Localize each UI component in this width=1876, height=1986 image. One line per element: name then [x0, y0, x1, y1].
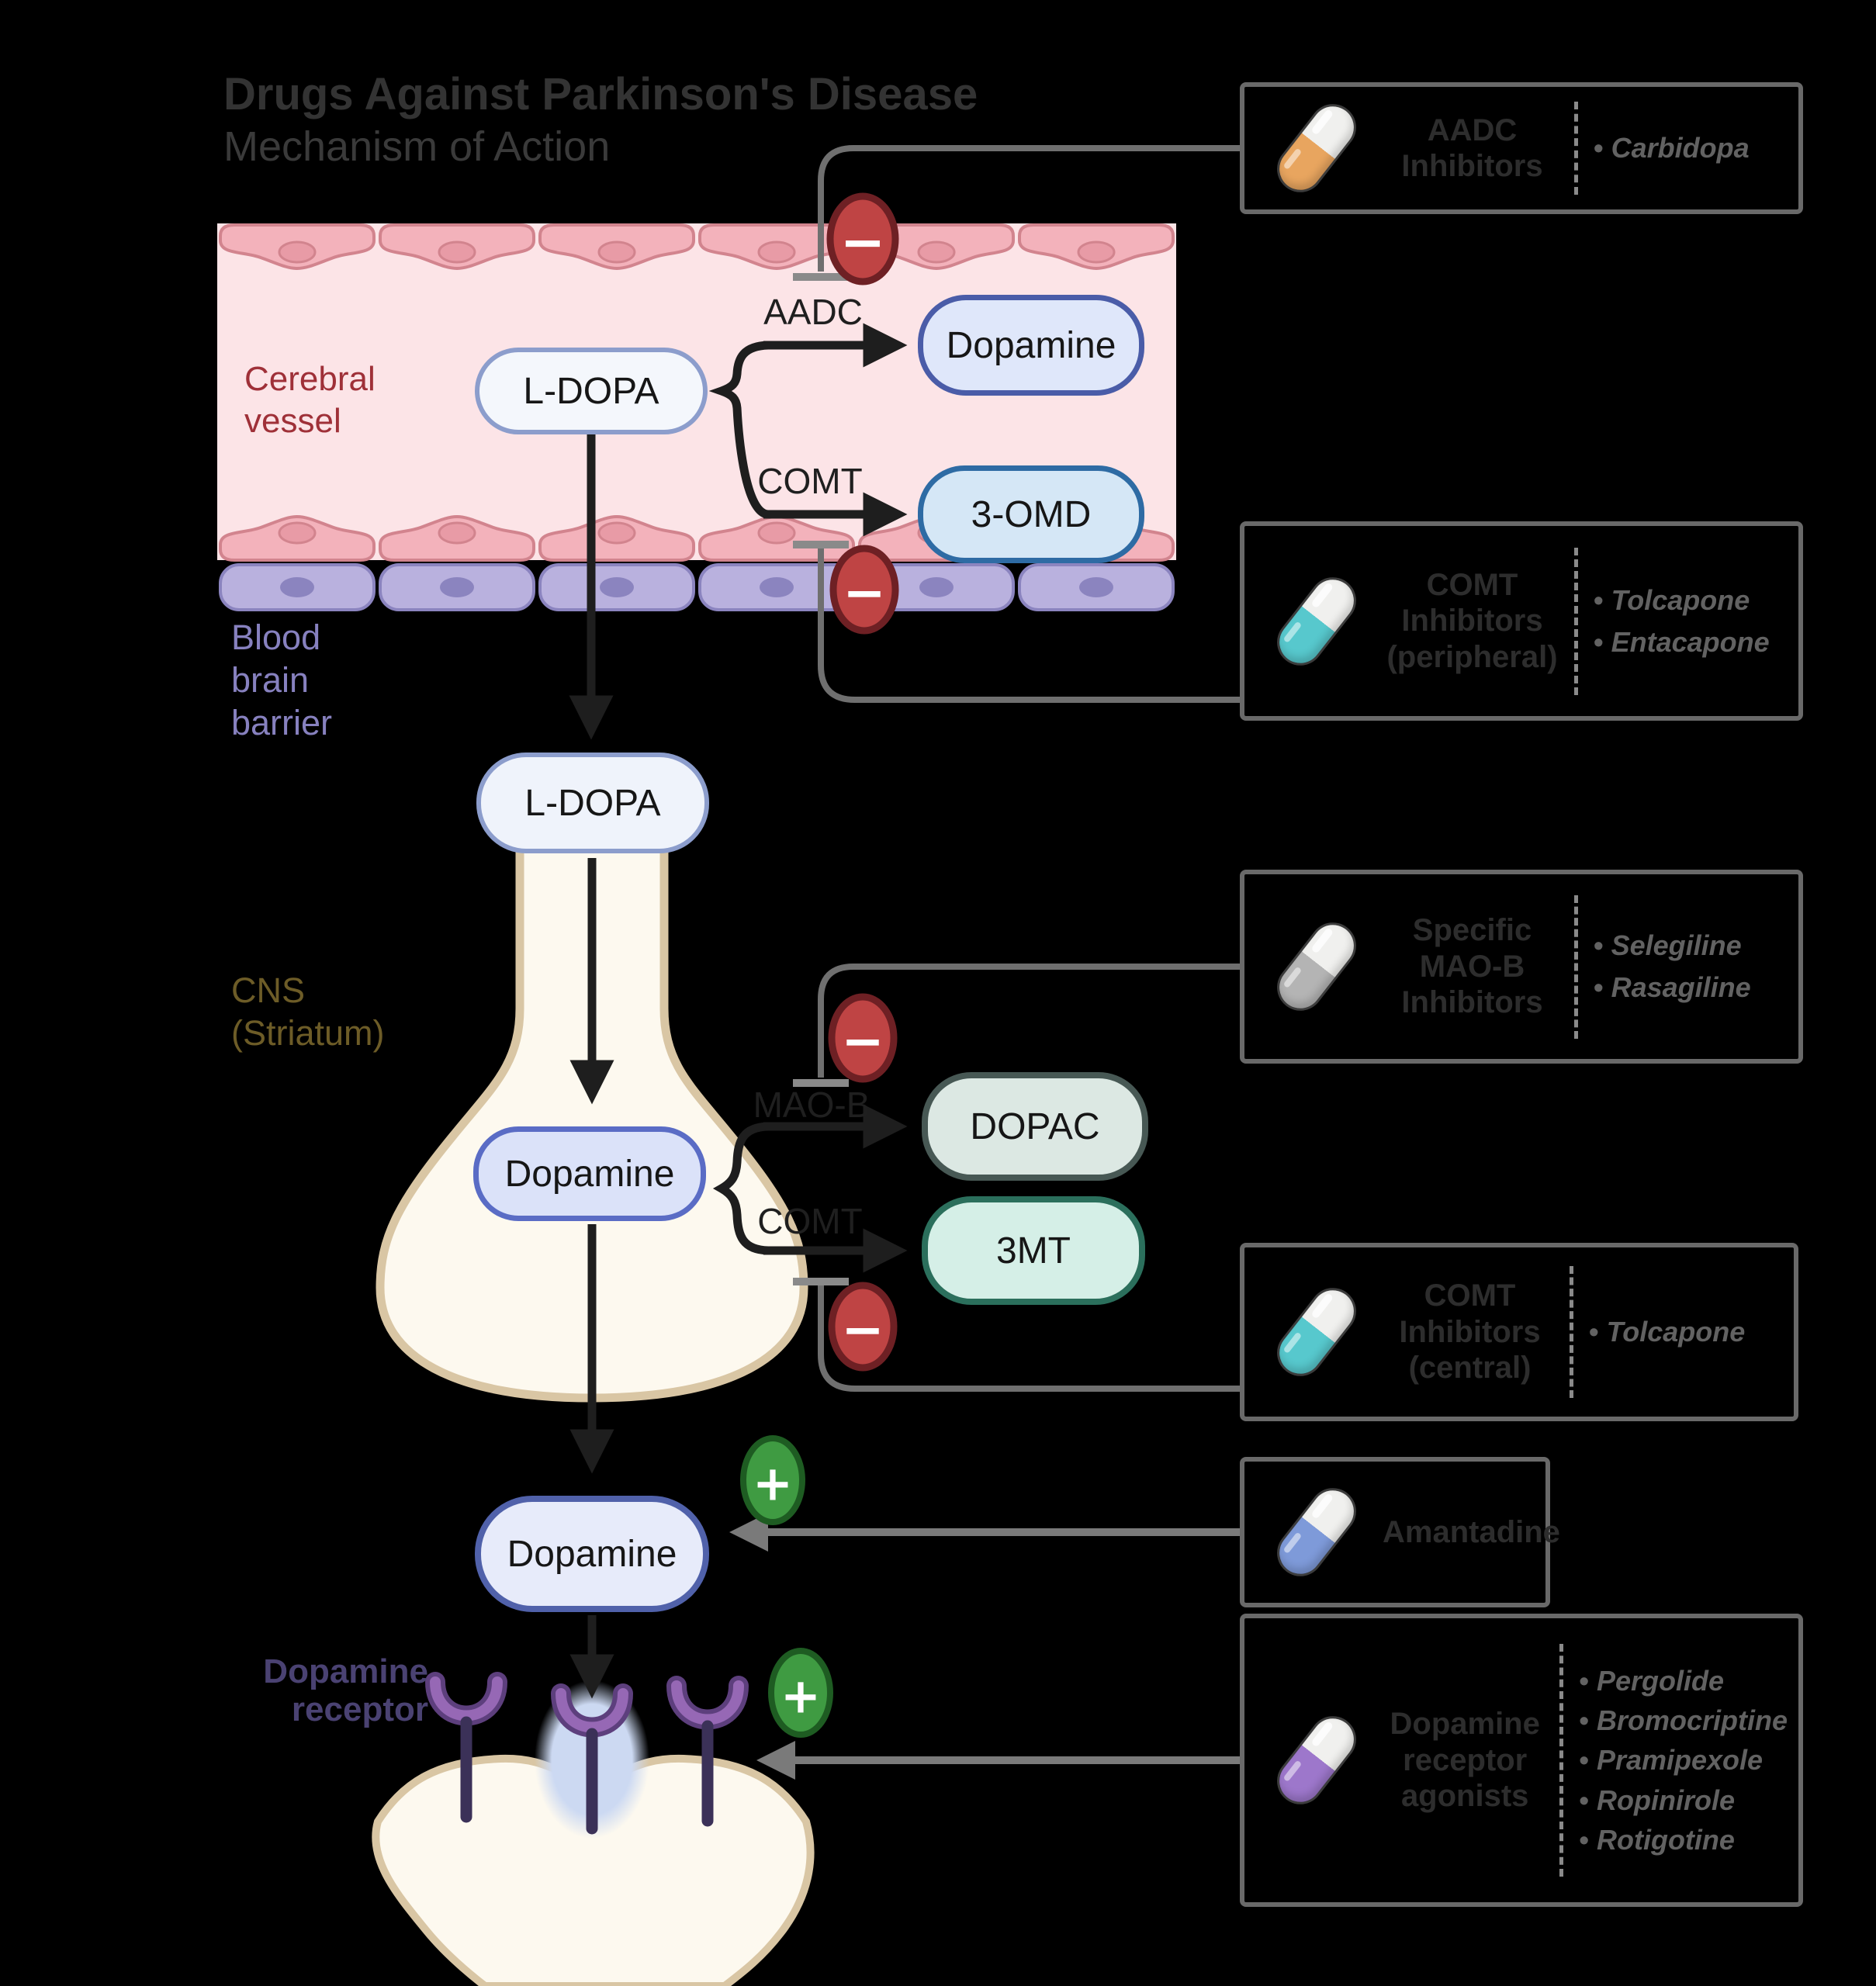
- inhibition-tbars: [793, 273, 849, 1285]
- page-title: Drugs Against Parkinson's Disease: [223, 69, 978, 119]
- node-label: L-DOPA: [524, 782, 661, 824]
- dashed-divider: [1574, 547, 1578, 695]
- drug-box-amantadine: Amantadine: [1240, 1457, 1560, 1607]
- drug-name: Pramipexole: [1579, 1740, 1788, 1780]
- dashed-divider: [1574, 894, 1578, 1039]
- drug-name: Rasagiline: [1594, 967, 1788, 1009]
- plus-stimulation-icon: +: [740, 1435, 805, 1525]
- node-label: L-DOPA: [523, 370, 659, 412]
- svg-text:−: −: [841, 1300, 884, 1360]
- node-label: Dopamine: [507, 1533, 677, 1575]
- enzyme-comt-central-label: COMT: [757, 1201, 863, 1241]
- drug-name: Rotigotine: [1579, 1820, 1788, 1860]
- drug-name: Bromocriptine: [1579, 1701, 1788, 1740]
- dashed-divider: [1559, 1644, 1564, 1877]
- node-dopamine-vessel: Dopamine: [918, 295, 1144, 396]
- capsule-pill-icon: [1258, 98, 1375, 199]
- enzyme-comt-peripheral-label: COMT: [757, 461, 863, 501]
- drug-name: Selegiline: [1594, 925, 1788, 967]
- drug-list: Pergolide Bromocriptine Pramipexole Ropi…: [1568, 1661, 1788, 1860]
- blood-brain-barrier-cells: [219, 563, 1175, 611]
- node-label: 3-OMD: [971, 493, 1092, 535]
- drug-name: Carbidopa: [1594, 127, 1788, 169]
- drug-name: Pergolide: [1579, 1661, 1788, 1701]
- capsule-pill-icon: [1258, 1482, 1375, 1583]
- drug-name: Tolcapone: [1594, 580, 1788, 621]
- dashed-divider: [1570, 1266, 1573, 1398]
- enzyme-aadc-label: AADC: [763, 292, 863, 332]
- minus-inhibition-icon: −: [829, 545, 899, 635]
- page-subtitle: Mechanism of Action: [223, 123, 611, 170]
- node-label: Dopamine: [946, 324, 1116, 366]
- inhibition-connectors: [818, 145, 1243, 1392]
- node-3omd: 3-OMD: [918, 465, 1144, 563]
- drug-box-title: Amantadine: [1383, 1514, 1560, 1549]
- svg-text:−: −: [841, 1012, 884, 1071]
- minus-inhibition-icon: −: [828, 993, 898, 1083]
- minus-inhibition-icon: −: [828, 1282, 898, 1372]
- node-dopac: DOPAC: [922, 1072, 1148, 1181]
- pathway-arrows: [569, 323, 908, 1699]
- postsynaptic-neuron: [372, 1754, 815, 1986]
- plus-stimulation-icon: +: [768, 1648, 833, 1738]
- svg-text:−: −: [843, 563, 885, 623]
- drug-list: Carbidopa: [1583, 127, 1788, 169]
- node-label: 3MT: [996, 1230, 1071, 1272]
- node-label: Dopamine: [504, 1153, 675, 1195]
- svg-text:+: +: [753, 1455, 793, 1512]
- svg-text:+: +: [781, 1668, 821, 1725]
- drug-list: Tolcapone Entacapone: [1583, 580, 1788, 663]
- drug-list: Tolcapone: [1578, 1311, 1783, 1353]
- enzyme-maob-label: MAO-B: [753, 1085, 871, 1125]
- capsule-pill-icon: [1258, 1282, 1375, 1382]
- capsule-pill-icon: [1258, 1710, 1375, 1811]
- drug-name: Ropinirole: [1579, 1780, 1788, 1820]
- svg-text:−: −: [840, 210, 886, 274]
- capsule-pill-icon: [1258, 916, 1375, 1017]
- node-3mt: 3MT: [922, 1196, 1145, 1305]
- node-dopamine-synaptic: Dopamine: [475, 1496, 709, 1612]
- cns-striatum-label: CNS(Striatum): [231, 971, 385, 1053]
- node-ldopa-vessel: L-DOPA: [475, 348, 708, 434]
- capsule-pill-icon: [1258, 570, 1375, 672]
- dashed-divider: [1574, 102, 1578, 195]
- minus-inhibition-icon: −: [826, 192, 899, 285]
- node-ldopa-cns: L-DOPA: [476, 753, 709, 853]
- node-label: DOPAC: [970, 1105, 1100, 1147]
- drug-name: Entacapone: [1594, 621, 1788, 663]
- node-dopamine-cns: Dopamine: [473, 1126, 706, 1221]
- drug-list: Selegiline Rasagiline: [1583, 925, 1788, 1009]
- drug-name: Tolcapone: [1589, 1311, 1783, 1353]
